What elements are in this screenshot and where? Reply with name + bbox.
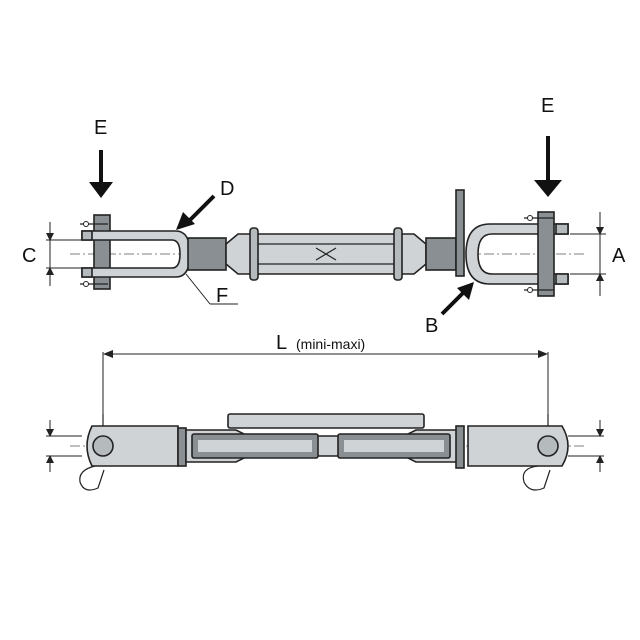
label-b: B <box>425 315 438 337</box>
f-leader: F <box>185 273 238 307</box>
side-right-end <box>467 414 569 491</box>
left-lock-nut <box>187 237 227 271</box>
e-arrow-left: E <box>89 117 113 198</box>
side-view <box>46 413 604 491</box>
right-lock-nut <box>425 237 457 271</box>
label-l-note: (mini-maxi) <box>296 336 365 352</box>
b-arrow: B <box>425 282 474 337</box>
label-e-left: E <box>94 117 107 139</box>
side-dimension-right <box>568 420 604 472</box>
side-left-end <box>79 414 187 491</box>
e-arrow-right: E <box>534 95 562 197</box>
label-d: D <box>220 178 234 200</box>
side-top-plate <box>227 413 425 429</box>
side-dimension-left <box>46 420 82 472</box>
label-c: C <box>22 245 36 267</box>
right-flange <box>455 189 465 277</box>
right-clevis <box>465 211 569 297</box>
dimension-l: L (mini-maxi) <box>102 332 549 418</box>
left-clevis <box>80 214 191 290</box>
label-l: L <box>276 332 287 354</box>
dimension-a: A <box>570 212 626 296</box>
central-body <box>225 227 427 281</box>
label-e-right: E <box>541 95 554 117</box>
label-f: F <box>216 285 228 307</box>
side-right-flange <box>455 425 465 469</box>
side-barrel <box>185 429 459 463</box>
label-a: A <box>612 245 626 267</box>
d-arrow: D <box>176 178 234 230</box>
top-view: C A E E D <box>22 95 626 337</box>
dimension-c: C <box>22 222 82 286</box>
